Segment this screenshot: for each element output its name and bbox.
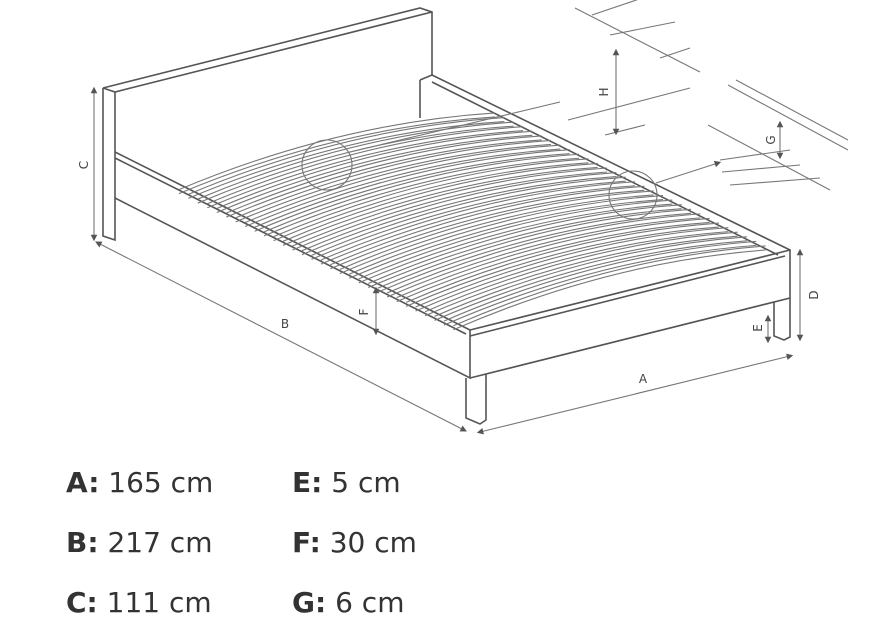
side-rail-left bbox=[114, 151, 471, 380]
slat bbox=[207, 126, 524, 205]
spec-key: C: bbox=[66, 586, 98, 619]
slat bbox=[216, 130, 533, 209]
slat bbox=[263, 157, 580, 237]
inset-h: H bbox=[567, 0, 701, 136]
slat bbox=[453, 249, 766, 331]
spec-value: 111 cm bbox=[106, 586, 212, 619]
dimension-lines: C B A D E F bbox=[77, 86, 821, 435]
slat bbox=[207, 130, 524, 209]
slat bbox=[254, 149, 570, 228]
slat bbox=[254, 153, 570, 232]
slat bbox=[453, 245, 766, 327]
slat bbox=[235, 143, 552, 223]
slat bbox=[301, 176, 617, 256]
spec-key: A: bbox=[66, 466, 100, 499]
slat bbox=[443, 240, 757, 322]
slat bbox=[311, 176, 626, 256]
spec-key: E: bbox=[292, 466, 323, 499]
spec-value: 217 cm bbox=[107, 526, 213, 559]
spec-value: 5 cm bbox=[331, 466, 401, 499]
slat bbox=[292, 167, 608, 247]
slat bbox=[434, 236, 748, 317]
label-b: B bbox=[281, 317, 289, 331]
label-e: E bbox=[751, 324, 765, 332]
inset-g: G bbox=[707, 79, 849, 191]
legs bbox=[465, 298, 791, 425]
slat bbox=[301, 172, 617, 252]
bed-dimension-drawing: H G C B A D E F bbox=[77, 0, 849, 435]
slat bbox=[235, 139, 552, 219]
spec-key: B: bbox=[66, 526, 99, 559]
slat bbox=[292, 171, 608, 251]
slat bbox=[273, 158, 589, 238]
slat bbox=[226, 139, 542, 218]
slat bbox=[197, 121, 514, 200]
spec-value: 165 cm bbox=[108, 466, 214, 499]
slat bbox=[282, 162, 598, 242]
spec-a: A: 165 cm bbox=[66, 466, 213, 499]
slat bbox=[216, 134, 533, 213]
headboard bbox=[102, 7, 433, 242]
label-g: G bbox=[764, 135, 778, 144]
slats bbox=[178, 112, 766, 331]
spec-value: 6 cm bbox=[335, 586, 405, 619]
slat bbox=[443, 244, 757, 326]
slat bbox=[434, 240, 748, 321]
slat bbox=[263, 153, 580, 233]
spec-e: E: 5 cm bbox=[292, 466, 401, 499]
spec-c: C: 111 cm bbox=[66, 586, 212, 619]
label-f: F bbox=[357, 308, 371, 315]
leader-lines bbox=[349, 101, 718, 184]
slat bbox=[178, 116, 496, 195]
spec-f: F: 30 cm bbox=[292, 526, 417, 559]
label-c: C bbox=[77, 161, 91, 169]
spec-b: B: 217 cm bbox=[66, 526, 212, 559]
slat bbox=[244, 148, 561, 228]
detail-circle-d bbox=[301, 139, 353, 191]
slat bbox=[282, 166, 598, 246]
slat bbox=[244, 144, 561, 224]
spec-g: G: 6 cm bbox=[292, 586, 404, 619]
spec-key: F: bbox=[292, 526, 321, 559]
spec-key: G: bbox=[292, 586, 327, 619]
slat bbox=[178, 112, 496, 191]
label-h: H bbox=[597, 87, 611, 96]
slat bbox=[273, 162, 589, 242]
spec-value: 30 cm bbox=[329, 526, 417, 559]
slat bbox=[226, 135, 542, 214]
label-a: A bbox=[639, 372, 648, 386]
foot-rail bbox=[469, 248, 791, 379]
detail-circle-g bbox=[608, 170, 658, 220]
slat bbox=[188, 116, 505, 195]
detail-circles bbox=[301, 101, 718, 220]
label-d: D bbox=[807, 290, 821, 299]
